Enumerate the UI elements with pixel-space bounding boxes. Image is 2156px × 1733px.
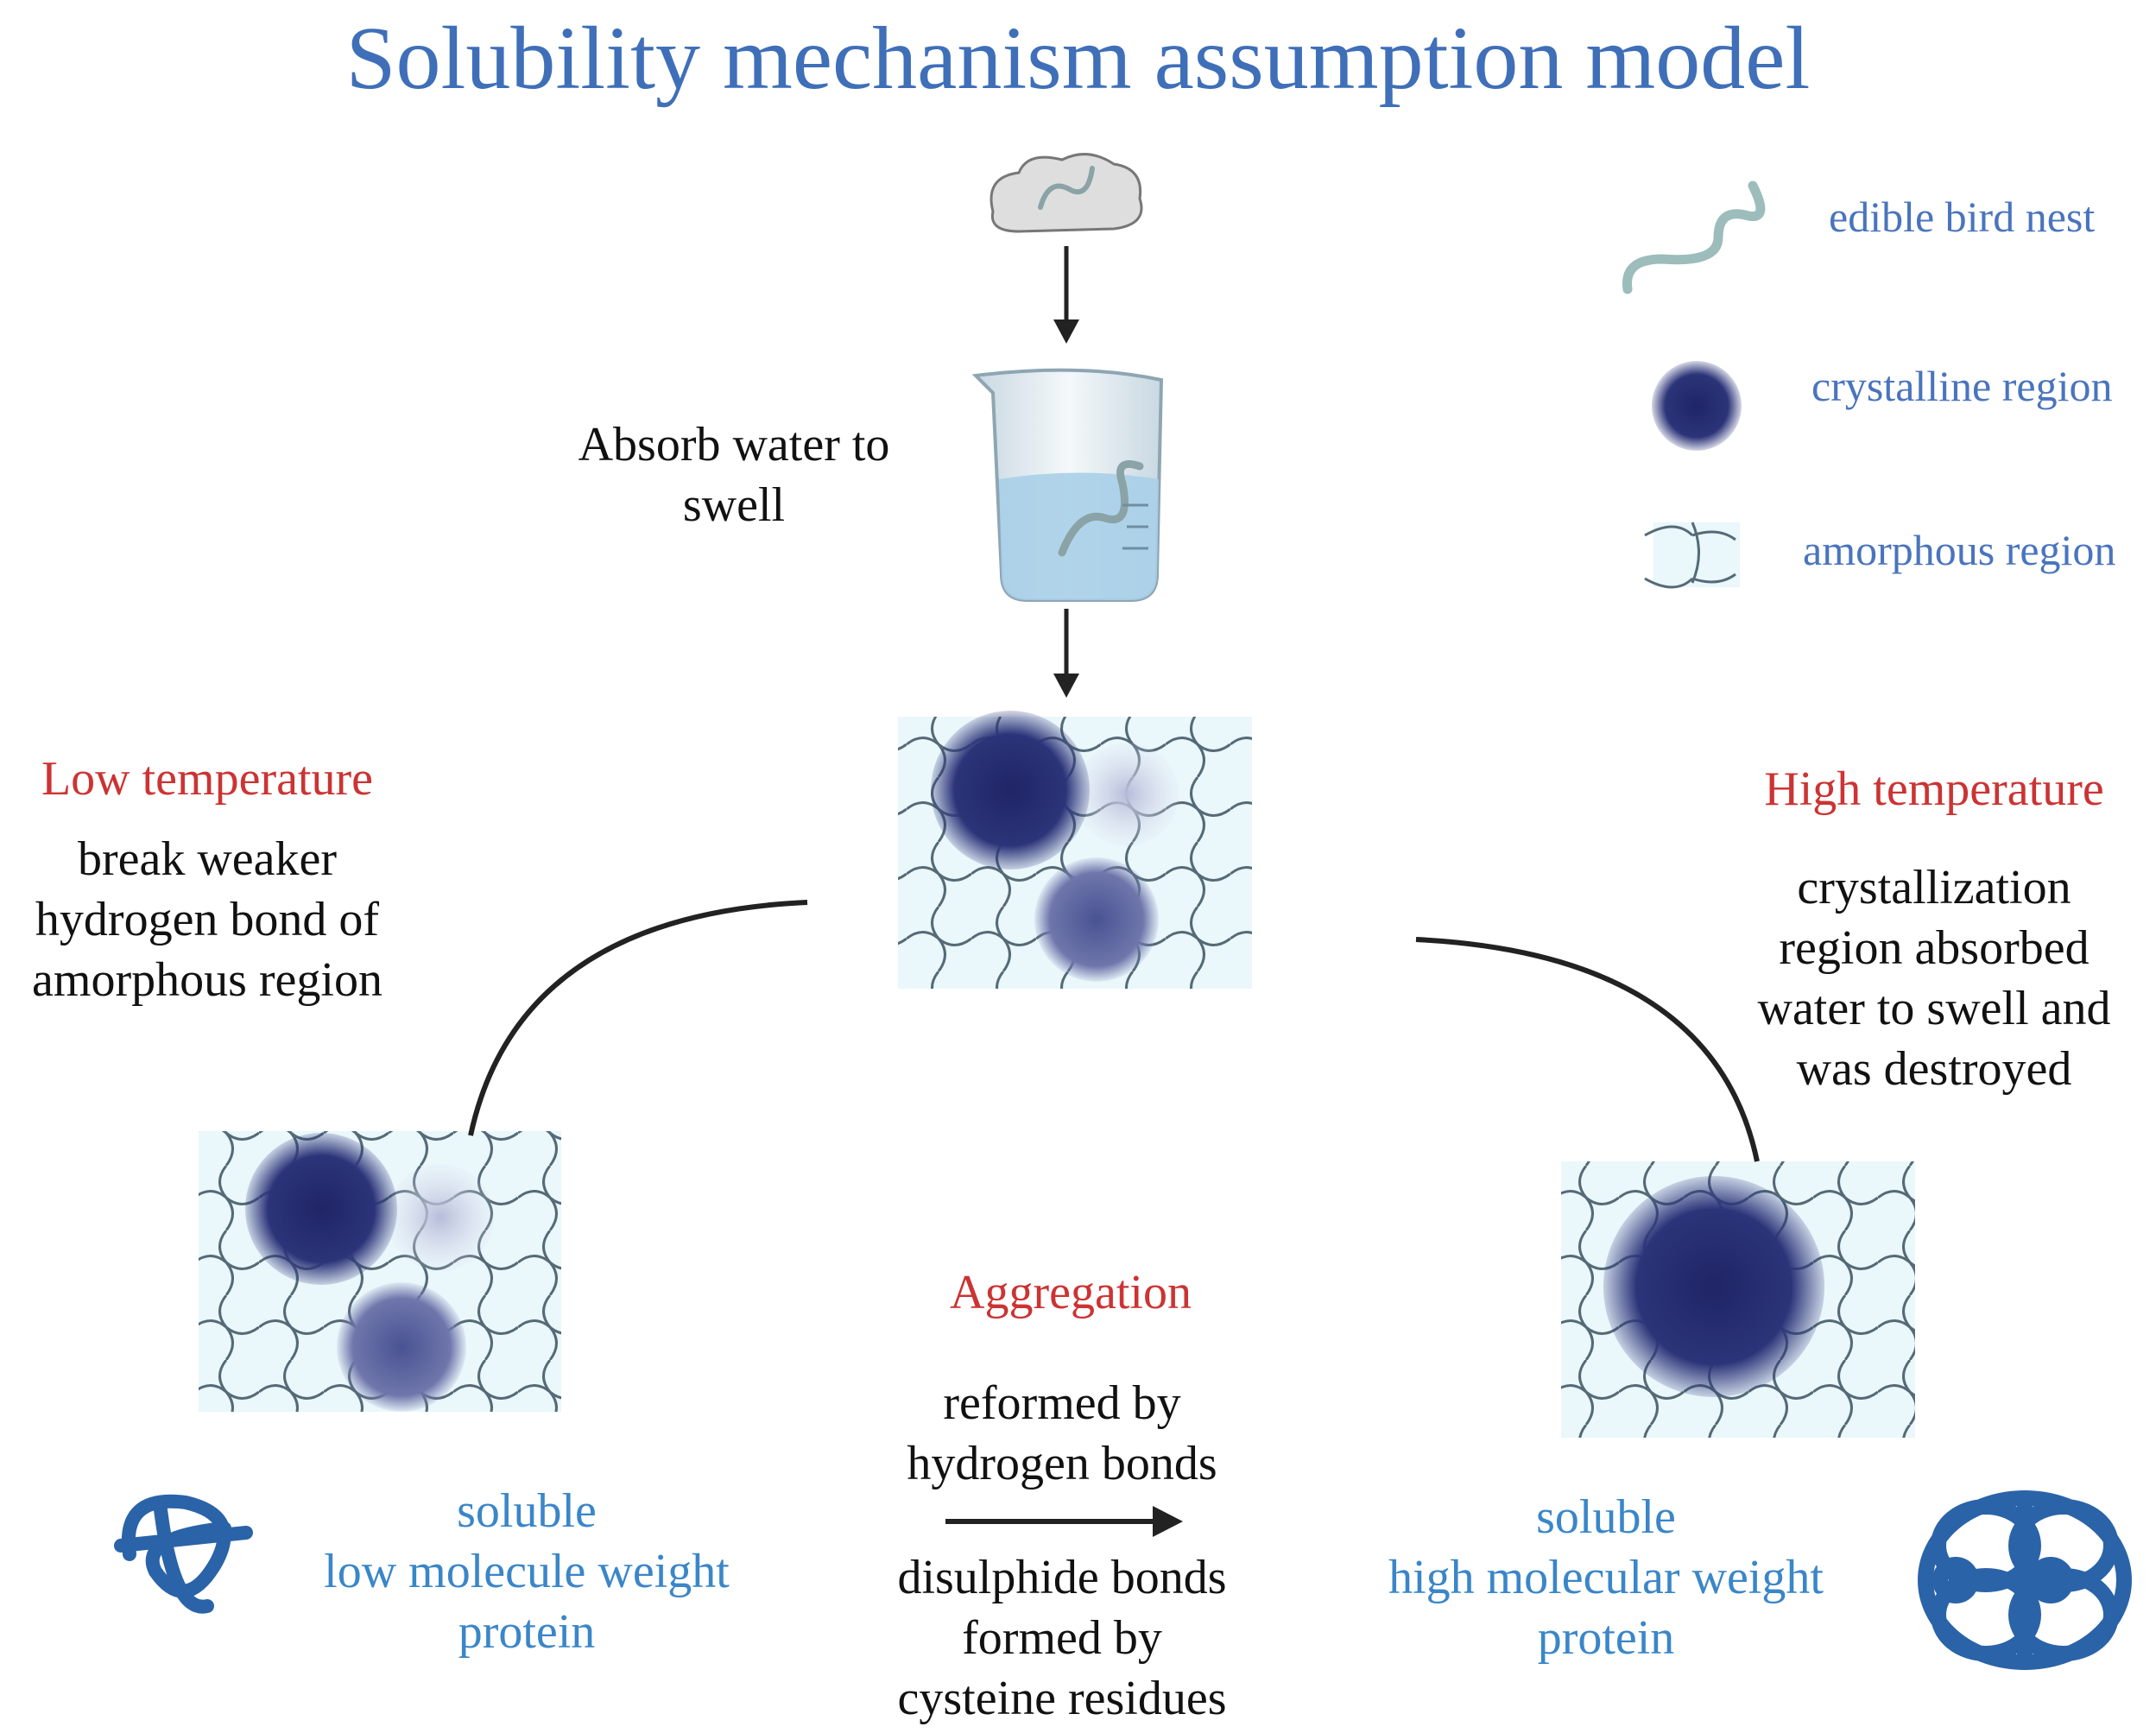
absorb-water-label-line: swell [682,478,786,532]
arrow-down-icon [1053,246,1079,698]
product-line: low molecule weight [324,1545,730,1598]
aggregation-above-arrow-text: reformed by hydrogen bonds [829,1373,1295,1494]
high-molecular-weight-protein-icon [1918,1490,2132,1670]
absorb-water-label: Absorb water to swell [535,414,933,535]
aggregation-below-arrow-text: disulphide bonds formed by cysteine resi… [829,1547,1295,1729]
high-temperature-connector [1415,937,1760,1162]
description-line: hydrogen bond of [35,893,380,946]
absorb-water-label-line: Absorb water to [578,418,890,471]
product-line: protein [458,1605,596,1659]
high-temperature-structure-image [1561,1161,1915,1438]
product-line: soluble [457,1484,597,1538]
legend-edible-bird-nest: edible bird nest [1829,193,2096,241]
high-molecular-weight-protein-label: soluble high molecular weight protein [1347,1487,1865,1668]
aggregation-heading: Aggregation [950,1266,1192,1319]
swollen-structure-image [898,711,1252,989]
aggregation-text-line: hydrogen bonds [907,1437,1217,1490]
beaker-icon [971,368,1164,602]
aggregation-text-line: disulphide bonds [897,1551,1227,1604]
product-line: protein [1537,1611,1675,1665]
edible-bird-nest-legend-icon [1622,180,1766,294]
diagram-title: Solubility mechanism assumption model [345,9,1811,108]
low-temperature-heading: Low temperature [41,752,374,806]
aggregation-text-line: reformed by [943,1376,1181,1430]
high-temperature-heading: High temperature [1764,762,2104,816]
description-line: break weaker [77,832,337,886]
legend-crystalline-region: crystalline region [1811,362,2113,410]
product-line: high molecular weight [1388,1551,1824,1604]
aggregation-text-line: cysteine residues [897,1672,1227,1725]
low-molecular-weight-protein-label: soluble low molecule weight protein [285,1481,768,1662]
legend-amorphous-region: amorphous region [1803,526,2116,574]
low-molecular-weight-protein-icon [114,1494,253,1614]
low-temperature-connector [468,900,808,1136]
crystalline-region-legend-icon [1652,361,1742,451]
description-line: was destroyed [1796,1042,2072,1096]
bird-nest-icon [989,153,1143,233]
low-temperature-description: break weaker hydrogen bond of amorphous … [0,829,414,1010]
product-line: soluble [1536,1490,1676,1544]
aggregation-text-line: formed by [962,1611,1162,1665]
high-temperature-description: crystallization region absorbed water to… [1692,857,2156,1099]
amorphous-region-legend-icon [1644,522,1740,589]
description-line: crystallization [1797,861,2071,914]
description-line: region absorbed [1779,921,2090,975]
description-line: water to swell and [1757,982,2111,1035]
low-temperature-structure-image [199,1131,561,1412]
aggregation-arrow-icon [945,1506,1183,1537]
description-line: amorphous region [32,953,383,1007]
